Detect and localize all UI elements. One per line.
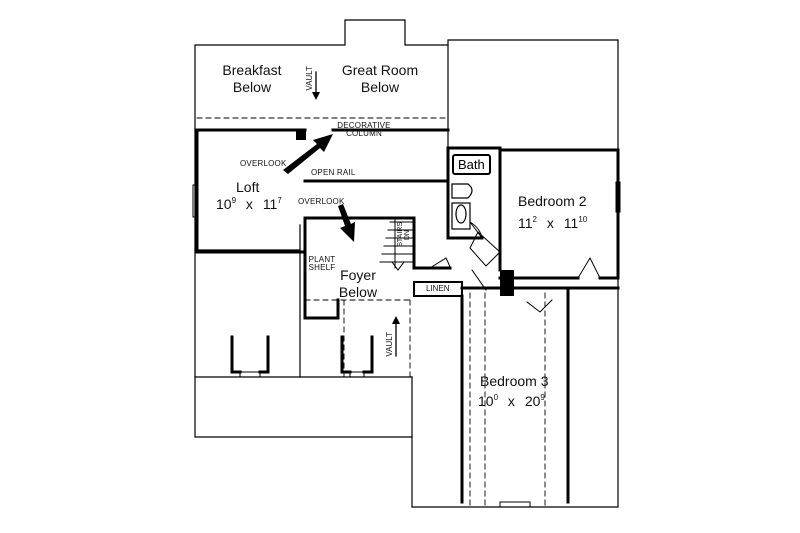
overlook-loft-label: OVERLOOK	[240, 159, 287, 168]
chimney-block	[500, 270, 514, 296]
plant-line1: PLANT	[308, 255, 336, 264]
bedroom2-sep: x	[546, 215, 554, 231]
great-room-label: Great Room Below	[334, 63, 426, 94]
stairs-label: STAIRS	[397, 222, 404, 247]
bedroom2-label: Bedroom 2	[518, 193, 587, 209]
loft-sep: x	[245, 196, 253, 212]
breakfast-label: Breakfast Below	[216, 63, 288, 94]
bedroom2-width-in: 2	[532, 215, 537, 224]
vault-label-top: VAULT	[305, 66, 314, 91]
open-rail-label: OPEN RAIL	[311, 168, 356, 177]
bedroom3-depth-ft: 20	[524, 393, 541, 409]
breakfast-line2: Below	[232, 79, 272, 95]
breakfast-line1: Breakfast	[222, 62, 282, 78]
bedroom2-dimensions: 112 x 1110	[518, 215, 588, 231]
loft-depth-ft: 11	[262, 196, 278, 212]
vault-label-bottom: VAULT	[385, 332, 394, 357]
loft-dimensions: 109 x 117	[216, 196, 282, 212]
foyer-line1: Foyer	[340, 267, 376, 283]
overlook-arrow-loft	[283, 134, 333, 174]
foyer-label: Foyer Below	[336, 268, 380, 299]
bedroom3-width-in: 0	[493, 393, 499, 402]
decorative-column-label: DECORATIVE COLUMN	[334, 122, 394, 138]
bedroom2-depth-ft: 11	[563, 215, 579, 231]
bedroom3-label: Bedroom 3	[480, 373, 549, 389]
decorative-line2: COLUMN	[346, 129, 382, 138]
loft-width-in: 9	[231, 196, 237, 205]
great-room-line1: Great Room	[341, 62, 419, 78]
bedroom2-depth-in: 10	[578, 215, 588, 224]
loft-depth-in: 7	[277, 196, 282, 205]
decorative-line1: DECORATIVE	[337, 121, 391, 130]
bedroom3-dimensions: 100 x 209	[478, 393, 545, 409]
great-room-line2: Below	[360, 79, 400, 95]
overlook-arrow-foyer	[338, 204, 355, 242]
bedroom2-width-ft: 11	[518, 215, 533, 231]
loft-label: Loft	[236, 179, 260, 195]
foyer-line2: Below	[338, 284, 378, 300]
decorative-column	[296, 130, 306, 140]
bedroom3-depth-in: 9	[540, 393, 545, 402]
loft-width-ft: 10	[216, 196, 232, 212]
overlook-foyer-label: OVERLOOK	[298, 197, 345, 206]
linen-label: LINEN	[426, 284, 450, 293]
stairs-text: STAIRS	[397, 222, 404, 247]
stairs-dn-label: DN	[404, 230, 411, 241]
plant-line2: SHELF	[308, 263, 336, 272]
bedroom3-sep: x	[507, 393, 515, 409]
plant-shelf-label: PLANT SHELF	[305, 256, 339, 272]
bedroom3-width-ft: 10	[478, 393, 494, 409]
bath-label: Bath	[452, 154, 491, 175]
